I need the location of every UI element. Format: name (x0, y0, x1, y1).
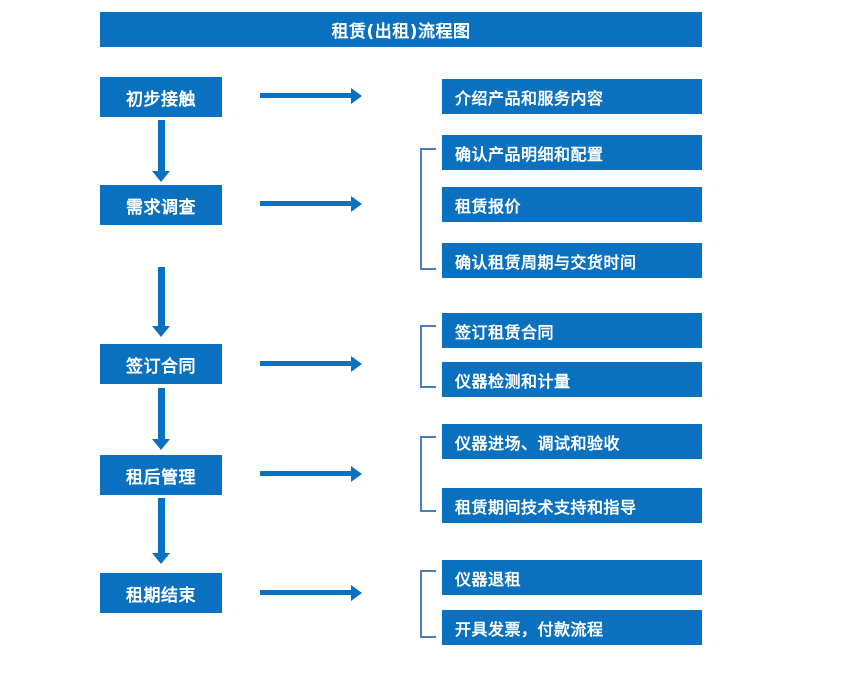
detail-box-8[interactable]: 租赁期间技术支持和指导 (442, 488, 702, 523)
arrow-head (351, 88, 362, 104)
detail-box-4[interactable]: 确认租赁周期与交货时间 (442, 243, 702, 278)
arrow-head (152, 171, 170, 182)
arrow-head (351, 585, 362, 601)
stage-box-5[interactable]: 租期结束 (100, 573, 222, 613)
arrow-down-4 (152, 498, 170, 564)
arrow-head (351, 466, 362, 482)
detail-box-6[interactable]: 仪器检测和计量 (442, 362, 702, 397)
stage-box-4[interactable]: 租后管理 (100, 455, 222, 495)
arrow-shaft (260, 93, 352, 98)
page-title: 租赁(出租)流程图 (100, 12, 702, 47)
arrow-shaft (158, 267, 165, 327)
arrow-down-3 (152, 388, 170, 450)
arrow-right-5 (260, 585, 362, 601)
arrow-head (351, 196, 362, 212)
arrow-head (152, 326, 170, 337)
arrow-head (152, 439, 170, 450)
arrow-shaft (260, 361, 352, 366)
detail-box-10[interactable]: 开具发票，付款流程 (442, 610, 702, 645)
arrow-right-3 (260, 356, 362, 372)
stage-box-3[interactable]: 签订合同 (100, 344, 222, 384)
detail-box-7[interactable]: 仪器进场、调试和验收 (442, 424, 702, 459)
arrow-shaft (158, 498, 165, 554)
bracket-connector-3 (420, 325, 436, 388)
bracket-connector-4 (420, 436, 436, 512)
arrow-down-2 (152, 267, 170, 337)
bracket-connector-2 (420, 148, 436, 270)
arrow-shaft (158, 120, 165, 172)
arrow-head (351, 356, 362, 372)
arrow-shaft (260, 201, 352, 206)
bracket-connector-5 (420, 570, 436, 638)
arrow-right-1 (260, 88, 362, 104)
arrow-shaft (158, 388, 165, 440)
arrow-shaft (260, 590, 352, 595)
detail-box-9[interactable]: 仪器退租 (442, 560, 702, 595)
stage-box-2[interactable]: 需求调查 (100, 185, 222, 225)
detail-box-5[interactable]: 签订租赁合同 (442, 313, 702, 348)
detail-box-2[interactable]: 确认产品明细和配置 (442, 135, 702, 170)
arrow-right-4 (260, 466, 362, 482)
arrow-right-2 (260, 196, 362, 212)
arrow-down-1 (152, 120, 170, 182)
detail-box-3[interactable]: 租赁报价 (442, 187, 702, 222)
arrow-shaft (260, 471, 352, 476)
detail-box-1[interactable]: 介绍产品和服务内容 (442, 79, 702, 114)
stage-box-1[interactable]: 初步接触 (100, 77, 222, 117)
arrow-head (152, 553, 170, 564)
